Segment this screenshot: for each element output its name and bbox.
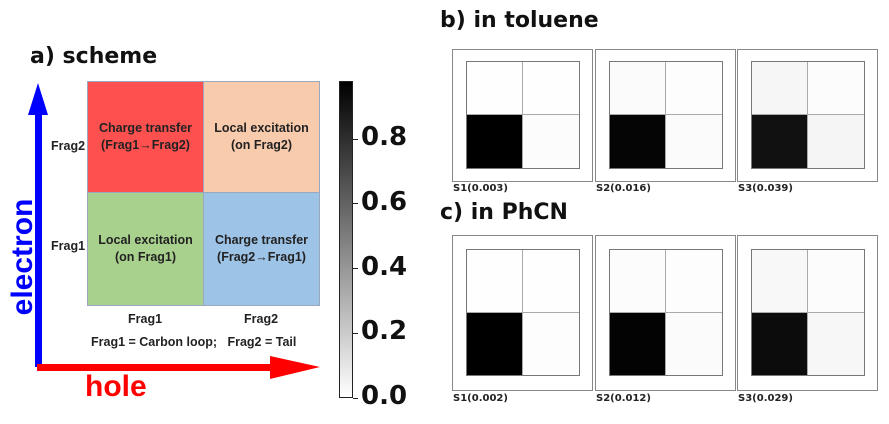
colorbar-tick-label: 0.4 <box>361 251 408 282</box>
heatmap-cell <box>467 62 523 115</box>
heatmap-cell <box>666 115 722 168</box>
heatmap-cell <box>523 62 579 115</box>
state-label: S2(0.012) <box>596 393 651 404</box>
phcn-title: c) in PhCN <box>440 200 568 225</box>
heatmap-cell <box>610 250 666 313</box>
hole-arrow-shaft <box>37 364 277 371</box>
cell-le-frag1: Local excitation (on Frag1) <box>87 192 204 306</box>
electron-arrow-head <box>28 83 48 115</box>
heatmap-grid <box>751 61 865 169</box>
y-tick-frag2: Frag2 <box>51 139 86 153</box>
colorbar-tick-label: 0.2 <box>361 316 408 347</box>
heatmap-cell <box>610 115 666 168</box>
heatmap-cell <box>752 250 808 313</box>
hole-axis-arrow <box>37 356 320 379</box>
colorbar-tick-label: 0.0 <box>361 381 408 411</box>
heatmap-grid <box>751 249 865 376</box>
colorbar-tick-label: 0.8 <box>361 122 408 153</box>
electron-axis-arrow <box>28 83 48 367</box>
fragment-footnote: Frag1 = Carbon loop; Frag2 = Tail <box>91 335 297 349</box>
colorbar-tick-mark <box>353 203 358 205</box>
heatmap-cell <box>610 62 666 115</box>
heatmap-cell <box>610 312 666 375</box>
toluene-title: b) in toluene <box>440 8 599 33</box>
heatmap-cell <box>467 250 523 313</box>
heatmap-cell <box>467 115 523 168</box>
heatmap-grid <box>466 61 580 169</box>
heatmap-cell <box>808 115 864 168</box>
state-label: S1(0.003) <box>453 183 508 194</box>
colorbar-tick-mark <box>353 268 358 270</box>
colorbar <box>339 81 353 398</box>
colorbar-tick-mark <box>353 138 358 140</box>
heatmap-grid <box>609 61 723 169</box>
x-tick-frag1: Frag1 <box>128 312 163 326</box>
colorbar-tick-mark <box>353 397 358 399</box>
electron-axis-label: electron <box>6 198 39 316</box>
heatmap-cell <box>467 312 523 375</box>
state-label: S3(0.029) <box>738 393 793 404</box>
cell-le-frag2: Local excitation (on Frag2) <box>203 81 320 193</box>
heatmap-cell <box>808 62 864 115</box>
heatmap-grid <box>466 249 580 376</box>
hole-axis-label: hole <box>85 370 147 403</box>
heatmap-cell <box>523 312 579 375</box>
hole-arrow-head <box>270 356 320 379</box>
cell-ct-frag2-to-frag1: Charge transfer (Frag2→Frag1) <box>203 192 320 306</box>
colorbar-tick-mark <box>353 332 358 334</box>
heatmap-cell <box>808 250 864 313</box>
heatmap-cell <box>523 250 579 313</box>
state-label: S2(0.016) <box>596 183 651 194</box>
heatmap-cell <box>752 62 808 115</box>
state-label: S1(0.002) <box>453 393 508 404</box>
heatmap-cell <box>666 62 722 115</box>
heatmap-cell <box>752 312 808 375</box>
state-label: S3(0.039) <box>738 183 793 194</box>
heatmap-cell <box>752 115 808 168</box>
heatmap-cell <box>523 115 579 168</box>
electron-arrow-shaft <box>35 111 42 367</box>
heatmap-grid <box>609 249 723 376</box>
heatmap-cell <box>666 250 722 313</box>
x-tick-frag2: Frag2 <box>244 312 279 326</box>
cell-ct-frag1-to-frag2: Charge transfer (Frag1→Frag2) <box>87 81 204 193</box>
heatmap-cell <box>808 312 864 375</box>
y-tick-frag1: Frag1 <box>51 239 86 253</box>
colorbar-tick-label: 0.6 <box>361 186 408 217</box>
heatmap-cell <box>666 312 722 375</box>
scheme-title: a) scheme <box>30 44 158 69</box>
